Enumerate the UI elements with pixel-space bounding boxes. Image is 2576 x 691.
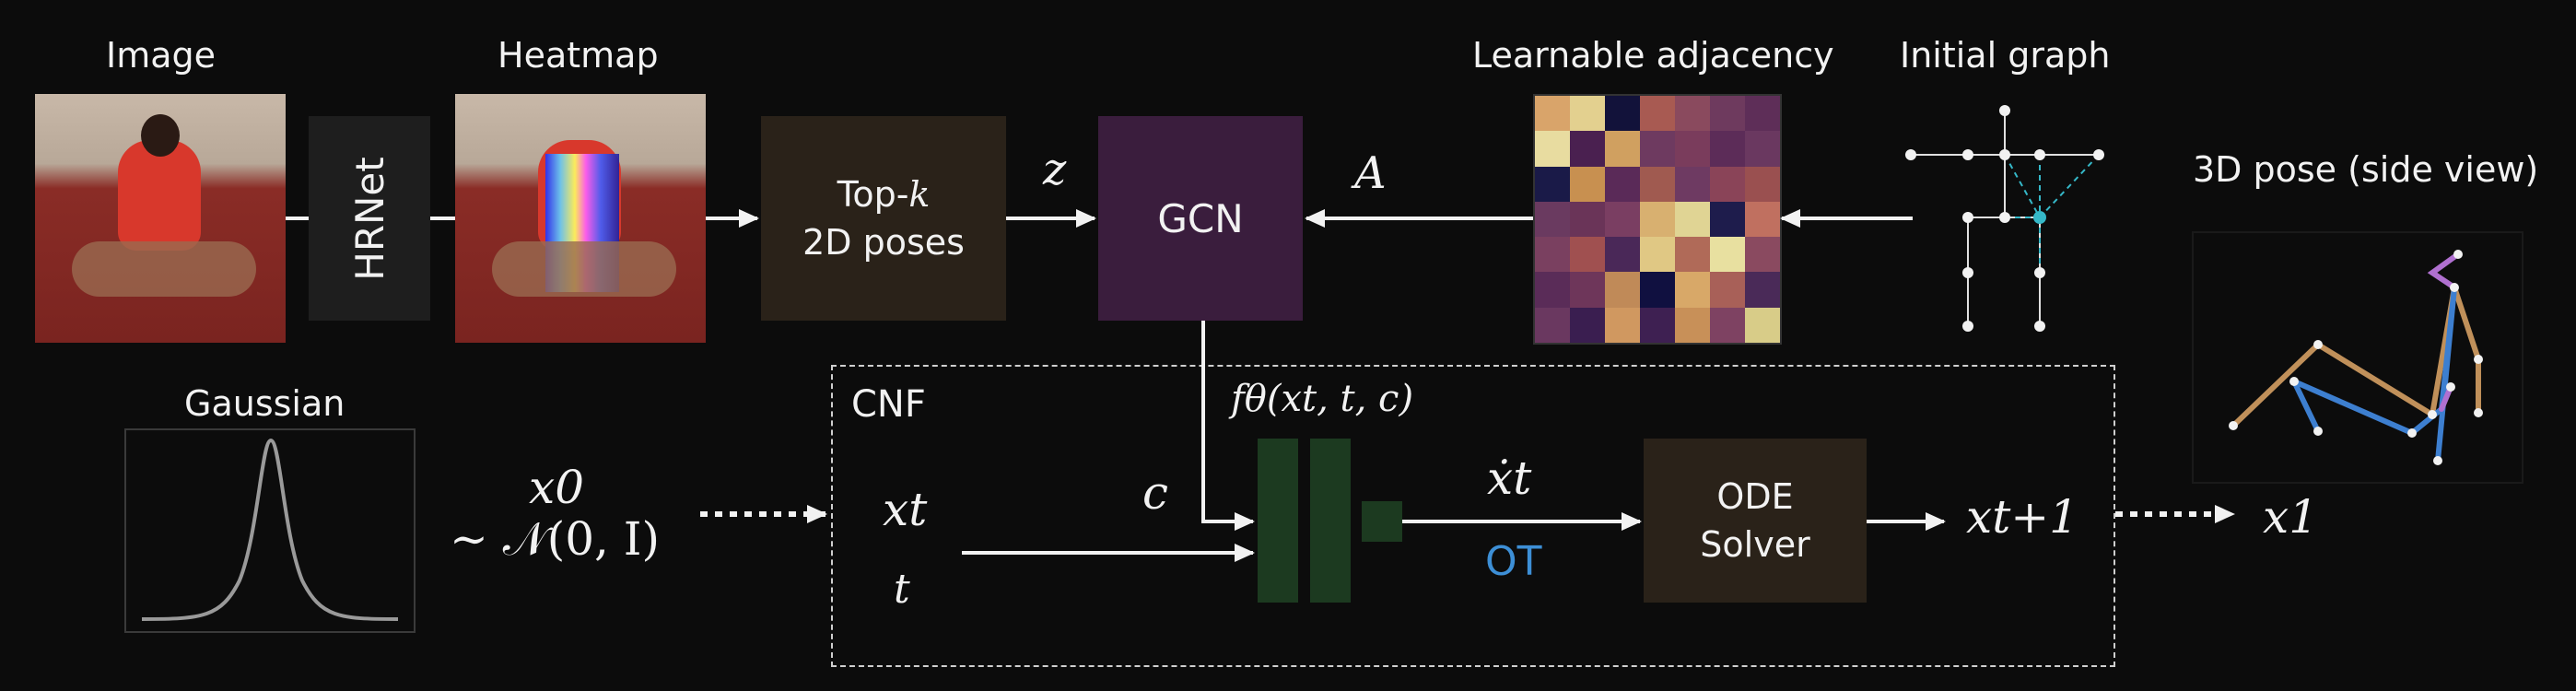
adjacency-cell: [1535, 272, 1570, 308]
adjacency-cell: [1605, 307, 1640, 343]
adjacency-cell: [1605, 131, 1640, 167]
gaussian-curve: [141, 438, 399, 621]
xt1-label: xt+1: [1966, 490, 2078, 544]
adjacency-cell: [1535, 307, 1570, 343]
adjacency-cell: [1605, 201, 1640, 238]
adjacency-cell: [1710, 166, 1745, 202]
adjacency-cell: [1745, 96, 1780, 132]
person-figure: [118, 140, 201, 251]
adjacency-cell: [1535, 201, 1570, 238]
adjacency-matrix: [1533, 94, 1782, 345]
pose3d-label: 3D pose (side view): [2193, 149, 2539, 190]
adjacency-cell: [1570, 272, 1605, 308]
adjacency-cell: [1570, 96, 1605, 132]
adjacency-cell: [1640, 166, 1675, 202]
adjacency-cell: [1675, 96, 1710, 132]
adjacency-cell: [1710, 131, 1745, 167]
adjacency-cell: [1745, 307, 1780, 343]
ode-line1: ODE: [1716, 476, 1794, 517]
adjacency-cell: [1640, 237, 1675, 273]
x0-label: x0: [529, 461, 585, 514]
adjacency-cell: [1535, 96, 1570, 132]
adjacency-cell: [1710, 237, 1745, 273]
pose3d-joints: [2229, 250, 2483, 465]
adjacency-cell: [1535, 237, 1570, 273]
adjacency-cell: [1605, 272, 1640, 308]
adjacency-cell: [1710, 272, 1745, 308]
hrnet-box: HRNet: [309, 116, 430, 321]
topk-line1: Top-k: [837, 174, 931, 215]
A-label: A: [1354, 147, 1387, 199]
xdot-label: ẋt: [1487, 451, 1532, 505]
mlp-output: [1362, 501, 1402, 542]
adjacency-cell: [1640, 272, 1675, 308]
edge-gcn-mlp: [1201, 321, 1255, 531]
heatmap-label: Heatmap: [498, 35, 659, 76]
adjacency-cell: [1745, 131, 1780, 167]
adjacency-cell: [1675, 307, 1710, 343]
input-image: [35, 94, 286, 343]
heatmap-image: [455, 94, 706, 343]
mlp-layer-1: [1258, 439, 1298, 603]
adjacency-cell: [1570, 307, 1605, 343]
topk-box: Top-k 2D poses: [761, 116, 1006, 321]
x1-label: x1: [2263, 490, 2319, 544]
ode-solver-box: ODE Solver: [1644, 439, 1867, 603]
adjacency-cell: [1535, 166, 1570, 202]
adjacency-cell: [1640, 307, 1675, 343]
adjacency-cell: [1535, 131, 1570, 167]
initial-graph-joints: [1905, 105, 2104, 332]
initial-graph-learned-edges: [2004, 154, 2100, 273]
adjacency-cell: [1640, 96, 1675, 132]
learnable-adjacency-label: Learnable adjacency: [1472, 35, 1834, 76]
adjacency-cell: [1745, 272, 1780, 308]
gaussian-label: Gaussian: [184, 383, 345, 424]
adjacency-cell: [1640, 201, 1675, 238]
initial-graph-label: Initial graph: [1900, 35, 2111, 76]
adjacency-cell: [1675, 272, 1710, 308]
ot-label: OT: [1485, 538, 1542, 585]
image-label: Image: [106, 35, 217, 76]
x0-distribution: ∼ 𝒩(0, I): [450, 512, 661, 566]
t-label: t: [894, 566, 910, 613]
adjacency-cell: [1710, 201, 1745, 238]
adjacency-cell: [1745, 201, 1780, 238]
adjacency-cell: [1675, 201, 1710, 238]
person-head: [141, 114, 180, 157]
gaussian-plot-frame: [124, 428, 416, 633]
z-label: z: [1043, 144, 1067, 195]
f-theta-label: fθ(xt, t, c): [1231, 378, 1414, 420]
pose3d-frame: [2192, 231, 2523, 484]
person-legs: [72, 241, 256, 297]
adjacency-cell: [1675, 166, 1710, 202]
heatmap-legs: [492, 241, 676, 297]
gcn-label: GCN: [1157, 195, 1244, 241]
adjacency-cell: [1710, 307, 1745, 343]
adjacency-cell: [1570, 201, 1605, 238]
adjacency-cell: [1675, 237, 1710, 273]
adjacency-cell: [1710, 96, 1745, 132]
adjacency-cell: [1605, 166, 1640, 202]
adjacency-cell: [1570, 166, 1605, 202]
topk-line2: 2D poses: [802, 222, 965, 263]
pose3d-skeleton: [2231, 252, 2481, 463]
cnf-dashed-box: [831, 365, 2115, 667]
ode-line2: Solver: [1700, 524, 1810, 565]
mlp-layer-2: [1310, 439, 1351, 603]
adjacency-cell: [1605, 237, 1640, 273]
adjacency-cell: [1570, 131, 1605, 167]
c-label: c: [1142, 466, 1169, 520]
gcn-box: GCN: [1098, 116, 1303, 321]
adjacency-cell: [1745, 237, 1780, 273]
cnf-label: CNF: [851, 383, 926, 426]
xt-label: xt: [883, 483, 928, 536]
adjacency-cell: [1605, 96, 1640, 132]
adjacency-cell: [1745, 166, 1780, 202]
adjacency-cell: [1640, 131, 1675, 167]
adjacency-cell: [1570, 237, 1605, 273]
adjacency-cell: [1675, 131, 1710, 167]
